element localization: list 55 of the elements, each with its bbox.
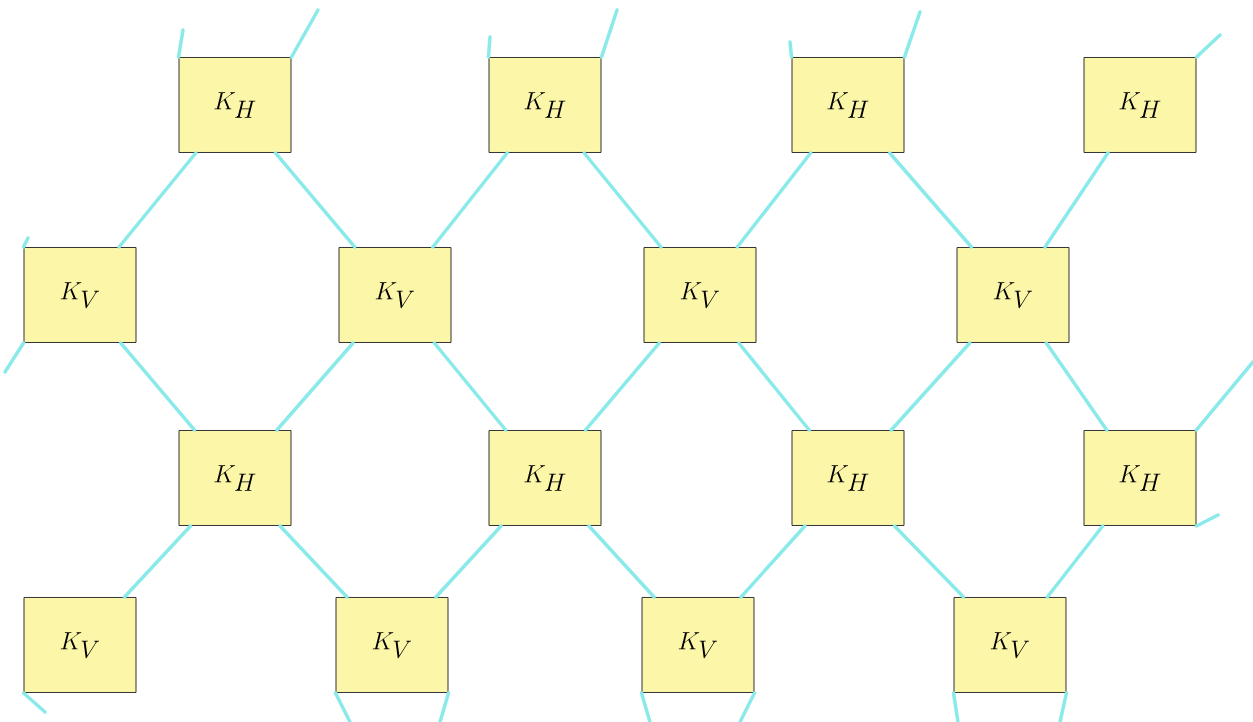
formula-box: $K_V$ [335, 597, 449, 693]
connector-line [122, 524, 193, 599]
connector-line [438, 691, 451, 722]
connector-line [737, 341, 811, 432]
formula-box: $K_H$ [1083, 57, 1197, 153]
formula-box: $K_H$ [1083, 430, 1197, 526]
connector-line [582, 151, 663, 249]
connector-line [278, 524, 349, 599]
connector-line [486, 35, 492, 59]
connector-line [788, 40, 794, 59]
connector-line [431, 151, 509, 249]
connector-line [639, 691, 652, 722]
connector-line [21, 691, 47, 714]
connector-line [892, 524, 966, 599]
formula-box: $K_V$ [953, 597, 1067, 693]
connector-line [1043, 151, 1110, 249]
connector-line [889, 341, 972, 432]
connector-line [432, 341, 508, 432]
connector-line [738, 691, 757, 722]
formula-box: $K_H$ [488, 430, 602, 526]
connector-line [887, 151, 974, 249]
connector-line [1045, 524, 1105, 599]
connector-line [117, 151, 198, 249]
connector-line [1194, 33, 1222, 59]
connector-line [599, 8, 619, 59]
formula-box: $K_H$ [178, 430, 292, 526]
connector-line [1194, 360, 1253, 432]
formula-box: $K_V$ [23, 247, 137, 343]
connector-line [1194, 513, 1220, 528]
formula-box: $K_H$ [791, 57, 905, 153]
formula-box: $K_V$ [338, 247, 452, 343]
connector-line [3, 341, 26, 374]
connector-line [333, 691, 352, 722]
connector-line [1058, 691, 1069, 722]
connector-line [273, 151, 357, 249]
connector-line [1044, 341, 1109, 432]
formula-box: $K_H$ [488, 57, 602, 153]
formula-box: $K_V$ [23, 597, 137, 693]
connector-line [275, 341, 355, 432]
formula-box: $K_H$ [178, 57, 292, 153]
connector-line [176, 28, 185, 59]
formula-box: $K_V$ [956, 247, 1070, 343]
connector-line [21, 236, 30, 249]
connector-line [118, 341, 197, 432]
formula-box: $K_H$ [791, 430, 905, 526]
formula-box: $K_V$ [641, 597, 755, 693]
connector-line [583, 341, 662, 432]
connector-line [739, 524, 807, 599]
connector-line [951, 691, 960, 722]
connector-line [434, 524, 503, 599]
connector-line [902, 10, 922, 59]
connector-line [587, 524, 656, 599]
connector-line [735, 151, 813, 249]
connector-line [289, 8, 320, 59]
formula-box: $K_V$ [643, 247, 757, 343]
